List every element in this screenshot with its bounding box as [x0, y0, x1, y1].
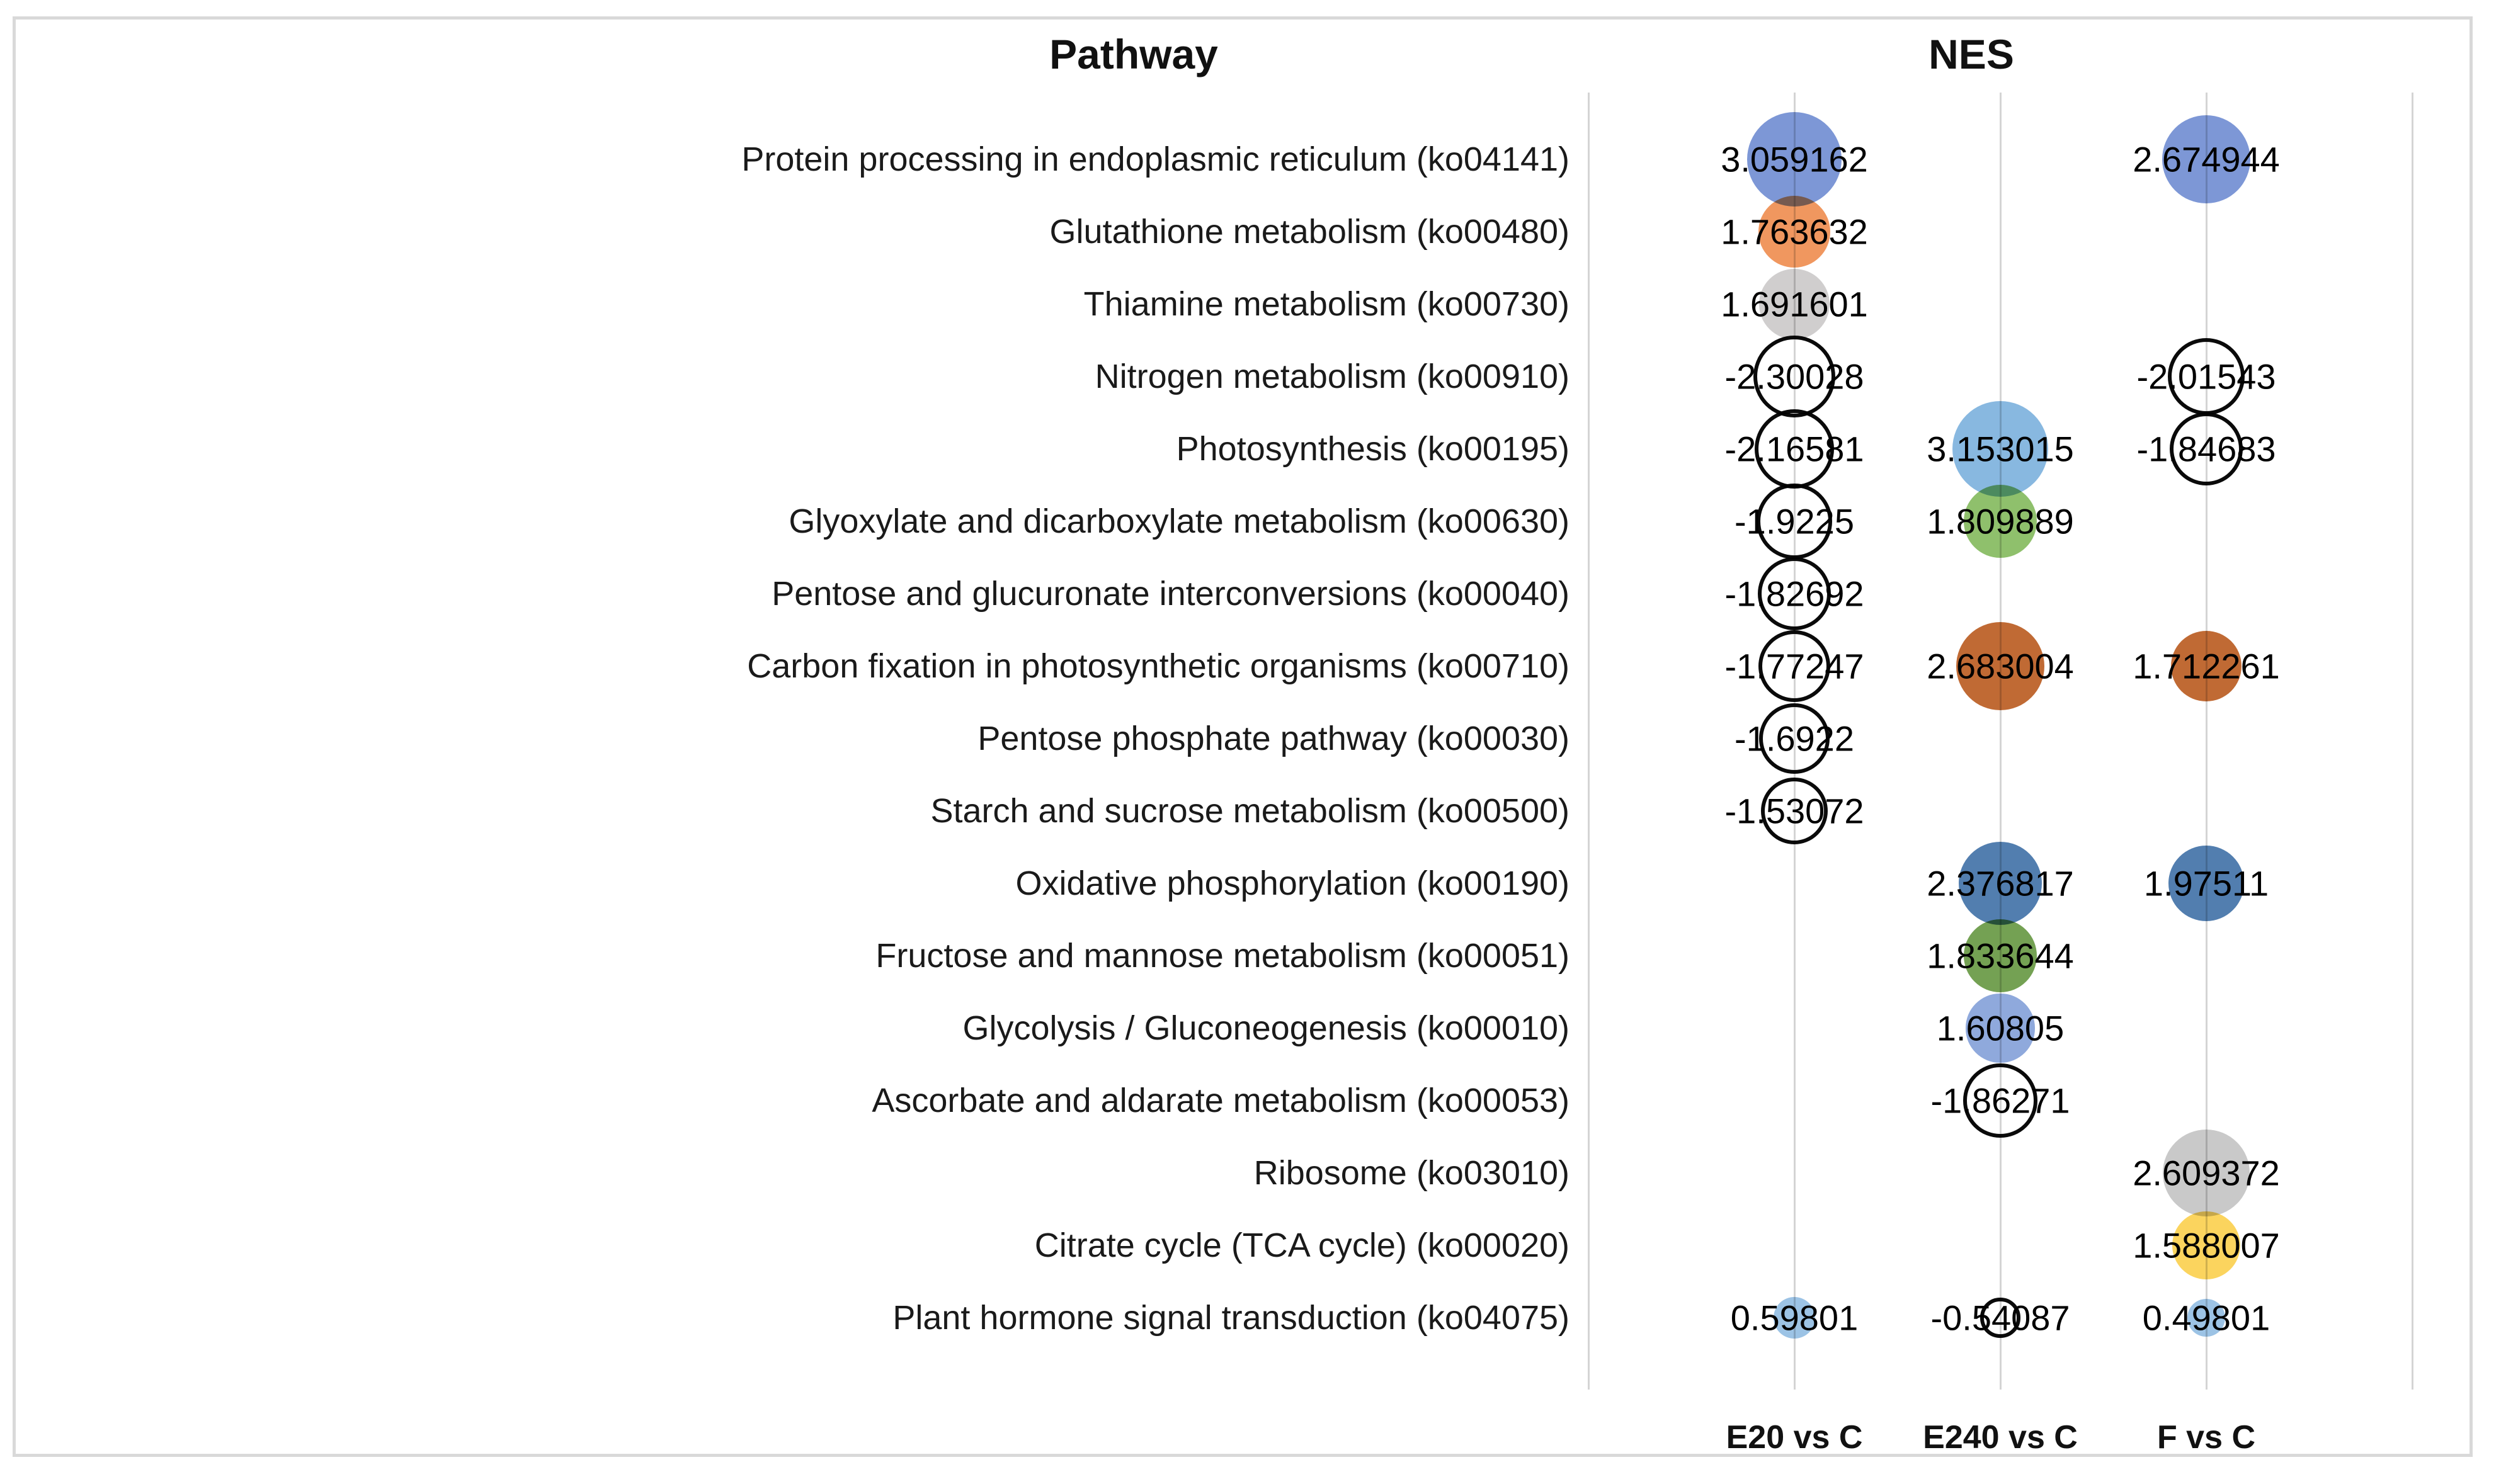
nes-value-label: 2.376817 — [1927, 863, 2074, 903]
nes-bubble-negative — [2169, 412, 2243, 486]
nes-value-label: -1.77247 — [1724, 646, 1864, 686]
nes-value-label: 0.59801 — [1730, 1298, 1859, 1338]
chart-frame — [13, 16, 2473, 1457]
pathway-label: Carbon fixation in photosynthetic organi… — [747, 647, 1570, 685]
nes-value-label: -2.30028 — [1724, 356, 1864, 397]
nes-bubble — [1966, 994, 2035, 1063]
pathway-label: Photosynthesis (ko00195) — [1176, 430, 1570, 468]
nes-bubble — [2162, 1129, 2250, 1217]
nes-bubble — [1964, 485, 2037, 558]
nes-value-label: 3.059162 — [1721, 139, 1868, 179]
nes-bubble-negative — [1980, 1298, 2020, 1338]
nes-value-label: 1.833644 — [1927, 936, 2074, 976]
nes-column-header: NES — [1928, 31, 2014, 77]
nes-value-label: 2.683004 — [1927, 646, 2074, 686]
nes-value-label: 1.691601 — [1721, 284, 1868, 324]
pathway-label: Plant hormone signal transduction (ko040… — [892, 1299, 1570, 1337]
column-label-f-vs-c: F vs C — [2156, 1419, 2256, 1456]
nes-bubble-negative — [1757, 484, 1832, 559]
pathway-label: Pentose and glucuronate interconversions… — [772, 575, 1570, 613]
nes-bubble — [2172, 1211, 2241, 1280]
nes-value-label: -2.01543 — [2136, 356, 2276, 397]
nes-bubble — [1956, 621, 2045, 711]
column-label-e20-vs-c: E20 vs C — [1726, 1419, 1863, 1456]
nes-value-label: 1.712261 — [2133, 646, 2280, 686]
nes-value-label: -1.53072 — [1724, 791, 1864, 831]
gridline — [2412, 93, 2413, 1390]
nes-bubble-negative — [1757, 557, 1832, 631]
pathway-label: Oxidative phosphorylation (ko00190) — [1015, 864, 1570, 902]
nes-value-label: 3.153015 — [1927, 429, 2074, 469]
pathway-label: Protein processing in endoplasmic reticu… — [741, 140, 1570, 178]
nes-value-label: -1.82692 — [1724, 574, 1864, 614]
nes-value-label: 1.60805 — [1936, 1008, 2065, 1048]
nes-value-label: -0.54087 — [1930, 1298, 2070, 1338]
nes-bubble-negative — [1963, 1063, 2037, 1138]
nes-value-label: 2.609372 — [2133, 1153, 2280, 1193]
column-label-e240-vs-c: E240 vs C — [1923, 1419, 2078, 1456]
nes-value-label: -1.86271 — [1930, 1080, 2070, 1121]
nes-bubble — [1746, 111, 1842, 207]
nes-bubble-negative — [1758, 630, 1831, 703]
nes-value-label: -1.84683 — [2136, 429, 2276, 469]
pathway-label: Thiamine metabolism (ko00730) — [1083, 285, 1570, 323]
nes-bubble — [2170, 630, 2242, 702]
nes-bubble — [1963, 919, 2037, 993]
pathway-label: Ascorbate and aldarate metabolism (ko000… — [872, 1082, 1570, 1119]
nes-value-label: -1.6922 — [1735, 718, 1854, 759]
nes-value-label: 1.588007 — [2133, 1225, 2280, 1266]
pathway-label: Glutathione metabolism (ko00480) — [1049, 213, 1570, 251]
pathway-label: Glycolysis / Gluconeogenesis (ko00010) — [962, 1009, 1570, 1047]
pathway-label: Citrate cycle (TCA cycle) (ko00020) — [1034, 1226, 1570, 1264]
nes-bubble-negative — [1759, 703, 1830, 774]
nes-bubble — [1759, 269, 1830, 339]
nes-bubble — [2162, 115, 2251, 204]
nes-bubble — [2168, 845, 2245, 922]
pathway-label: Starch and sucrose metabolism (ko00500) — [930, 792, 1570, 830]
pathway-label: Fructose and mannose metabolism (ko00051… — [875, 937, 1570, 975]
gridline — [2000, 93, 2002, 1390]
nes-value-label: -1.9225 — [1735, 501, 1854, 541]
nes-bubble — [1952, 400, 2049, 497]
nes-value-label: -2.16581 — [1724, 429, 1864, 469]
pathway-label: Nitrogen metabolism (ko00910) — [1095, 358, 1570, 395]
gridline — [1588, 93, 1590, 1390]
nes-bubble — [2187, 1298, 2226, 1337]
gridline — [2206, 93, 2208, 1390]
nes-bubble — [1773, 1296, 1816, 1339]
pathway-label: Pentose phosphate pathway (ko00030) — [977, 720, 1570, 757]
nes-value-label: 1.97511 — [2143, 863, 2269, 903]
nes-value-label: 1.763632 — [1721, 212, 1868, 252]
nes-bubble — [1958, 841, 2042, 926]
pathway-column-header: Pathway — [1049, 31, 1218, 77]
nes-bubble-negative — [1760, 777, 1828, 845]
nes-value-label: 2.674944 — [2133, 139, 2280, 179]
pathway-label: Glyoxylate and dicarboxylate metabolism … — [789, 502, 1570, 540]
nes-bubble — [1758, 195, 1831, 268]
pathway-label: Ribosome (ko03010) — [1253, 1154, 1570, 1192]
nes-value-label: 0.49801 — [2142, 1298, 2270, 1338]
nes-value-label: 1.809889 — [1927, 501, 2074, 541]
